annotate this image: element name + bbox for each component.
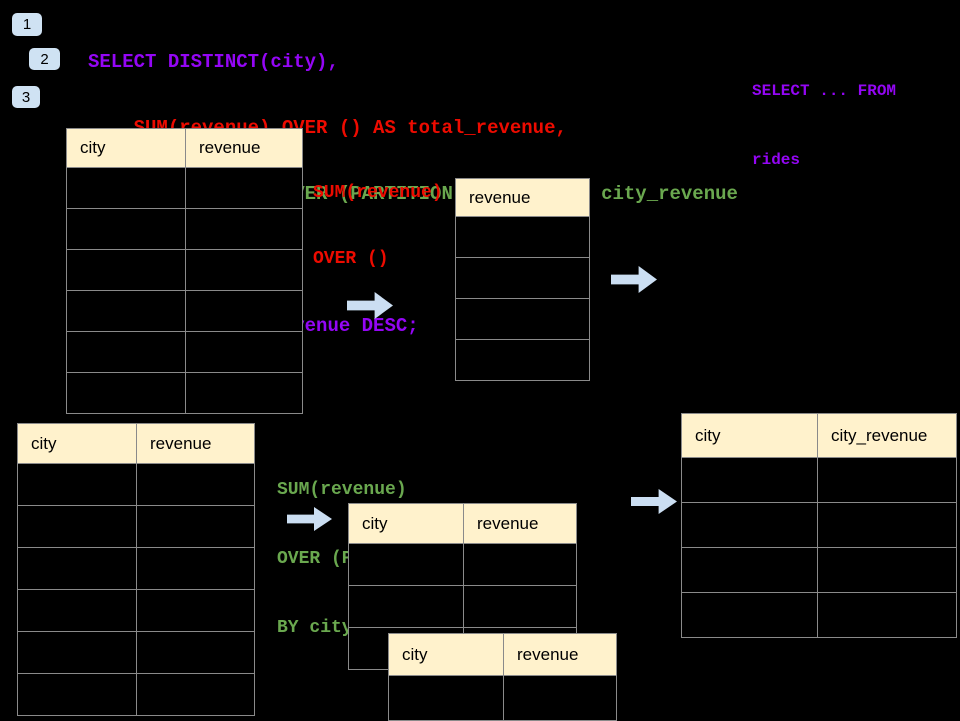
table-cell (456, 217, 590, 258)
table-cell (682, 548, 818, 593)
table-cell (389, 676, 504, 721)
table-cell (682, 458, 818, 503)
table-cell (18, 590, 137, 632)
column-header: city (18, 424, 137, 464)
table-cell (464, 586, 577, 628)
table-row (18, 548, 255, 590)
table-row (18, 632, 255, 674)
table-cell (186, 209, 303, 250)
table-row (18, 590, 255, 632)
column-header: city (349, 504, 464, 544)
table-cell (186, 291, 303, 332)
table-cell (456, 340, 590, 381)
table-cell (818, 593, 957, 638)
table-cell (137, 632, 255, 674)
table-cell (818, 503, 957, 548)
table-cell (137, 464, 255, 506)
table-cell (818, 548, 957, 593)
table-cell (67, 291, 186, 332)
step-badge-1: 1 (12, 13, 42, 36)
table-cell (137, 506, 255, 548)
table-cell (18, 674, 137, 716)
table-row (67, 168, 303, 209)
table-row (456, 217, 590, 258)
table-row (349, 544, 577, 586)
table-row (18, 506, 255, 548)
label-partition-line1: SUM(revenue) (277, 480, 407, 500)
table-row (682, 503, 957, 548)
flow-arrow-icon (631, 489, 677, 514)
table-row (456, 258, 590, 299)
table-row (18, 464, 255, 506)
table-row (67, 209, 303, 250)
table-cell (18, 506, 137, 548)
table-row (682, 593, 957, 638)
table-cell (186, 168, 303, 209)
table-cell (18, 632, 137, 674)
table-row (389, 676, 617, 721)
step-badge-2: 2 (29, 48, 60, 70)
side-note-line1: SELECT ... FROM (752, 82, 897, 100)
table-row (349, 586, 577, 628)
table-cell (186, 373, 303, 414)
table-row (682, 548, 957, 593)
column-header: revenue (137, 424, 255, 464)
table-header-row: revenue (456, 179, 590, 217)
label-total-line2: OVER () (313, 249, 389, 269)
table-cell (67, 168, 186, 209)
label-total-line1: SUM(revenue) (313, 183, 443, 203)
table-cell (137, 590, 255, 632)
column-header: city (682, 414, 818, 458)
table-cell (18, 464, 137, 506)
table-row (456, 299, 590, 340)
sql-line-select: SELECT DISTINCT(city), (88, 51, 339, 73)
table-cell (18, 548, 137, 590)
table-cell (186, 250, 303, 291)
table-cell (349, 544, 464, 586)
column-header: revenue (464, 504, 577, 544)
column-header: city (389, 634, 504, 676)
column-header: revenue (504, 634, 617, 676)
table-row (67, 291, 303, 332)
table-cell (818, 458, 957, 503)
table-cell (682, 503, 818, 548)
table-cell (67, 250, 186, 291)
table-row (18, 674, 255, 716)
table-cell (67, 373, 186, 414)
column-header: city (67, 129, 186, 168)
label-sum-over-empty: SUM(revenue) OVER () (313, 138, 443, 292)
table-row (67, 373, 303, 414)
side-note-select-from-rides: SELECT ... FROM rides (752, 34, 896, 195)
table-row (67, 332, 303, 373)
table-cell (67, 209, 186, 250)
table-row (67, 250, 303, 291)
step-badge-3: 3 (12, 86, 40, 108)
table-row (682, 458, 957, 503)
table-cell (682, 593, 818, 638)
table-cell (137, 674, 255, 716)
table-cell (349, 586, 464, 628)
table-row (456, 340, 590, 381)
table-cell (137, 548, 255, 590)
table-cell (464, 544, 577, 586)
table-cell (186, 332, 303, 373)
side-note-line2: rides (752, 151, 801, 169)
column-header: revenue (186, 129, 303, 168)
table-total-revenue-result: revenue (455, 178, 590, 381)
table-cell (504, 676, 617, 721)
table-cell (67, 332, 186, 373)
column-header: city_revenue (818, 414, 957, 458)
table-cell (456, 299, 590, 340)
column-header: revenue (456, 179, 590, 217)
table-cell (456, 258, 590, 299)
